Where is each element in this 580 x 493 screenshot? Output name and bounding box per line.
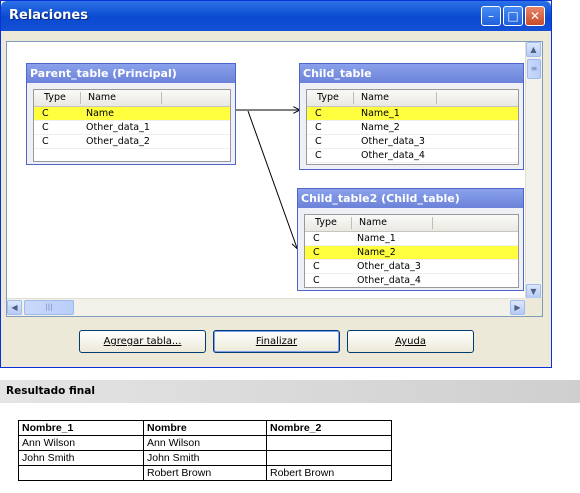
result-column-header: Nombre_2 [266, 420, 392, 436]
window-title: Relaciones [9, 8, 88, 23]
vertical-scrollbar[interactable]: ▲ ≡ ▼ [525, 42, 542, 300]
arrow-up-icon: ▲ [530, 45, 537, 54]
close-icon: ✕ [529, 9, 541, 23]
maximize-button[interactable]: □ [503, 6, 523, 26]
grip-icon: ≡ [530, 64, 538, 73]
table-title: Child_table2 (Child_table) [298, 189, 523, 208]
result-table: Nombre_1 Nombre Nombre_2 Ann Wilson Ann … [18, 420, 392, 481]
scroll-left-button[interactable]: ◀ [7, 300, 22, 315]
minimize-icon: – [488, 9, 494, 23]
arrow-left-icon: ◀ [11, 303, 18, 312]
horizontal-scroll-thumb[interactable]: ||| [24, 300, 74, 315]
maximize-icon: □ [507, 9, 519, 23]
horizontal-scrollbar[interactable]: ◀ ||| ▶ [7, 298, 526, 316]
scroll-right-button[interactable]: ▶ [510, 300, 525, 315]
column-header-type: Type [315, 217, 337, 228]
table-title: Child_table [300, 64, 523, 83]
column-header-name: Name [359, 217, 388, 228]
scroll-down-button[interactable]: ▼ [526, 284, 541, 299]
relations-window: Relaciones – □ ✕ Parent_table (Principal… [0, 0, 552, 368]
minimize-button[interactable]: – [481, 6, 501, 26]
help-button[interactable]: Ayuda [347, 330, 474, 353]
column-header-name: Name [361, 92, 390, 103]
result-row: Ann Wilson Ann Wilson [18, 435, 392, 451]
relation-line-2 [247, 110, 297, 248]
vertical-scroll-thumb[interactable]: ≡ [527, 59, 541, 79]
column-header-type: Type [44, 92, 66, 103]
result-column-header: Nombre [143, 420, 267, 436]
arrow-down-icon: ▼ [530, 287, 537, 296]
table-header: Type Name [307, 90, 518, 107]
result-row: Robert Brown Robert Brown [18, 465, 392, 481]
table-title: Parent_table (Principal) [27, 64, 235, 83]
add-table-button[interactable]: Agregar tabla... [79, 330, 206, 353]
close-button[interactable]: ✕ [525, 6, 545, 26]
result-heading: Resultado final [6, 385, 95, 397]
result-header-row: Nombre_1 Nombre Nombre_2 [18, 420, 392, 436]
column-header-name: Name [88, 92, 117, 103]
scroll-up-button[interactable]: ▲ [526, 42, 541, 57]
table-header: Type Name [34, 90, 230, 107]
result-heading-bar: Resultado final [0, 380, 580, 403]
finish-button[interactable]: Finalizar [213, 330, 340, 353]
column-header-type: Type [317, 92, 339, 103]
result-row: John Smith John Smith [18, 450, 392, 466]
table-header: Type Name [305, 215, 518, 232]
grip-icon: ||| [45, 303, 53, 311]
title-bar[interactable]: Relaciones – □ ✕ [1, 1, 551, 31]
scroll-corner [525, 298, 542, 316]
arrow-right-icon: ▶ [514, 303, 521, 312]
relation-lines [236, 42, 543, 317]
result-column-header: Nombre_1 [18, 420, 144, 436]
